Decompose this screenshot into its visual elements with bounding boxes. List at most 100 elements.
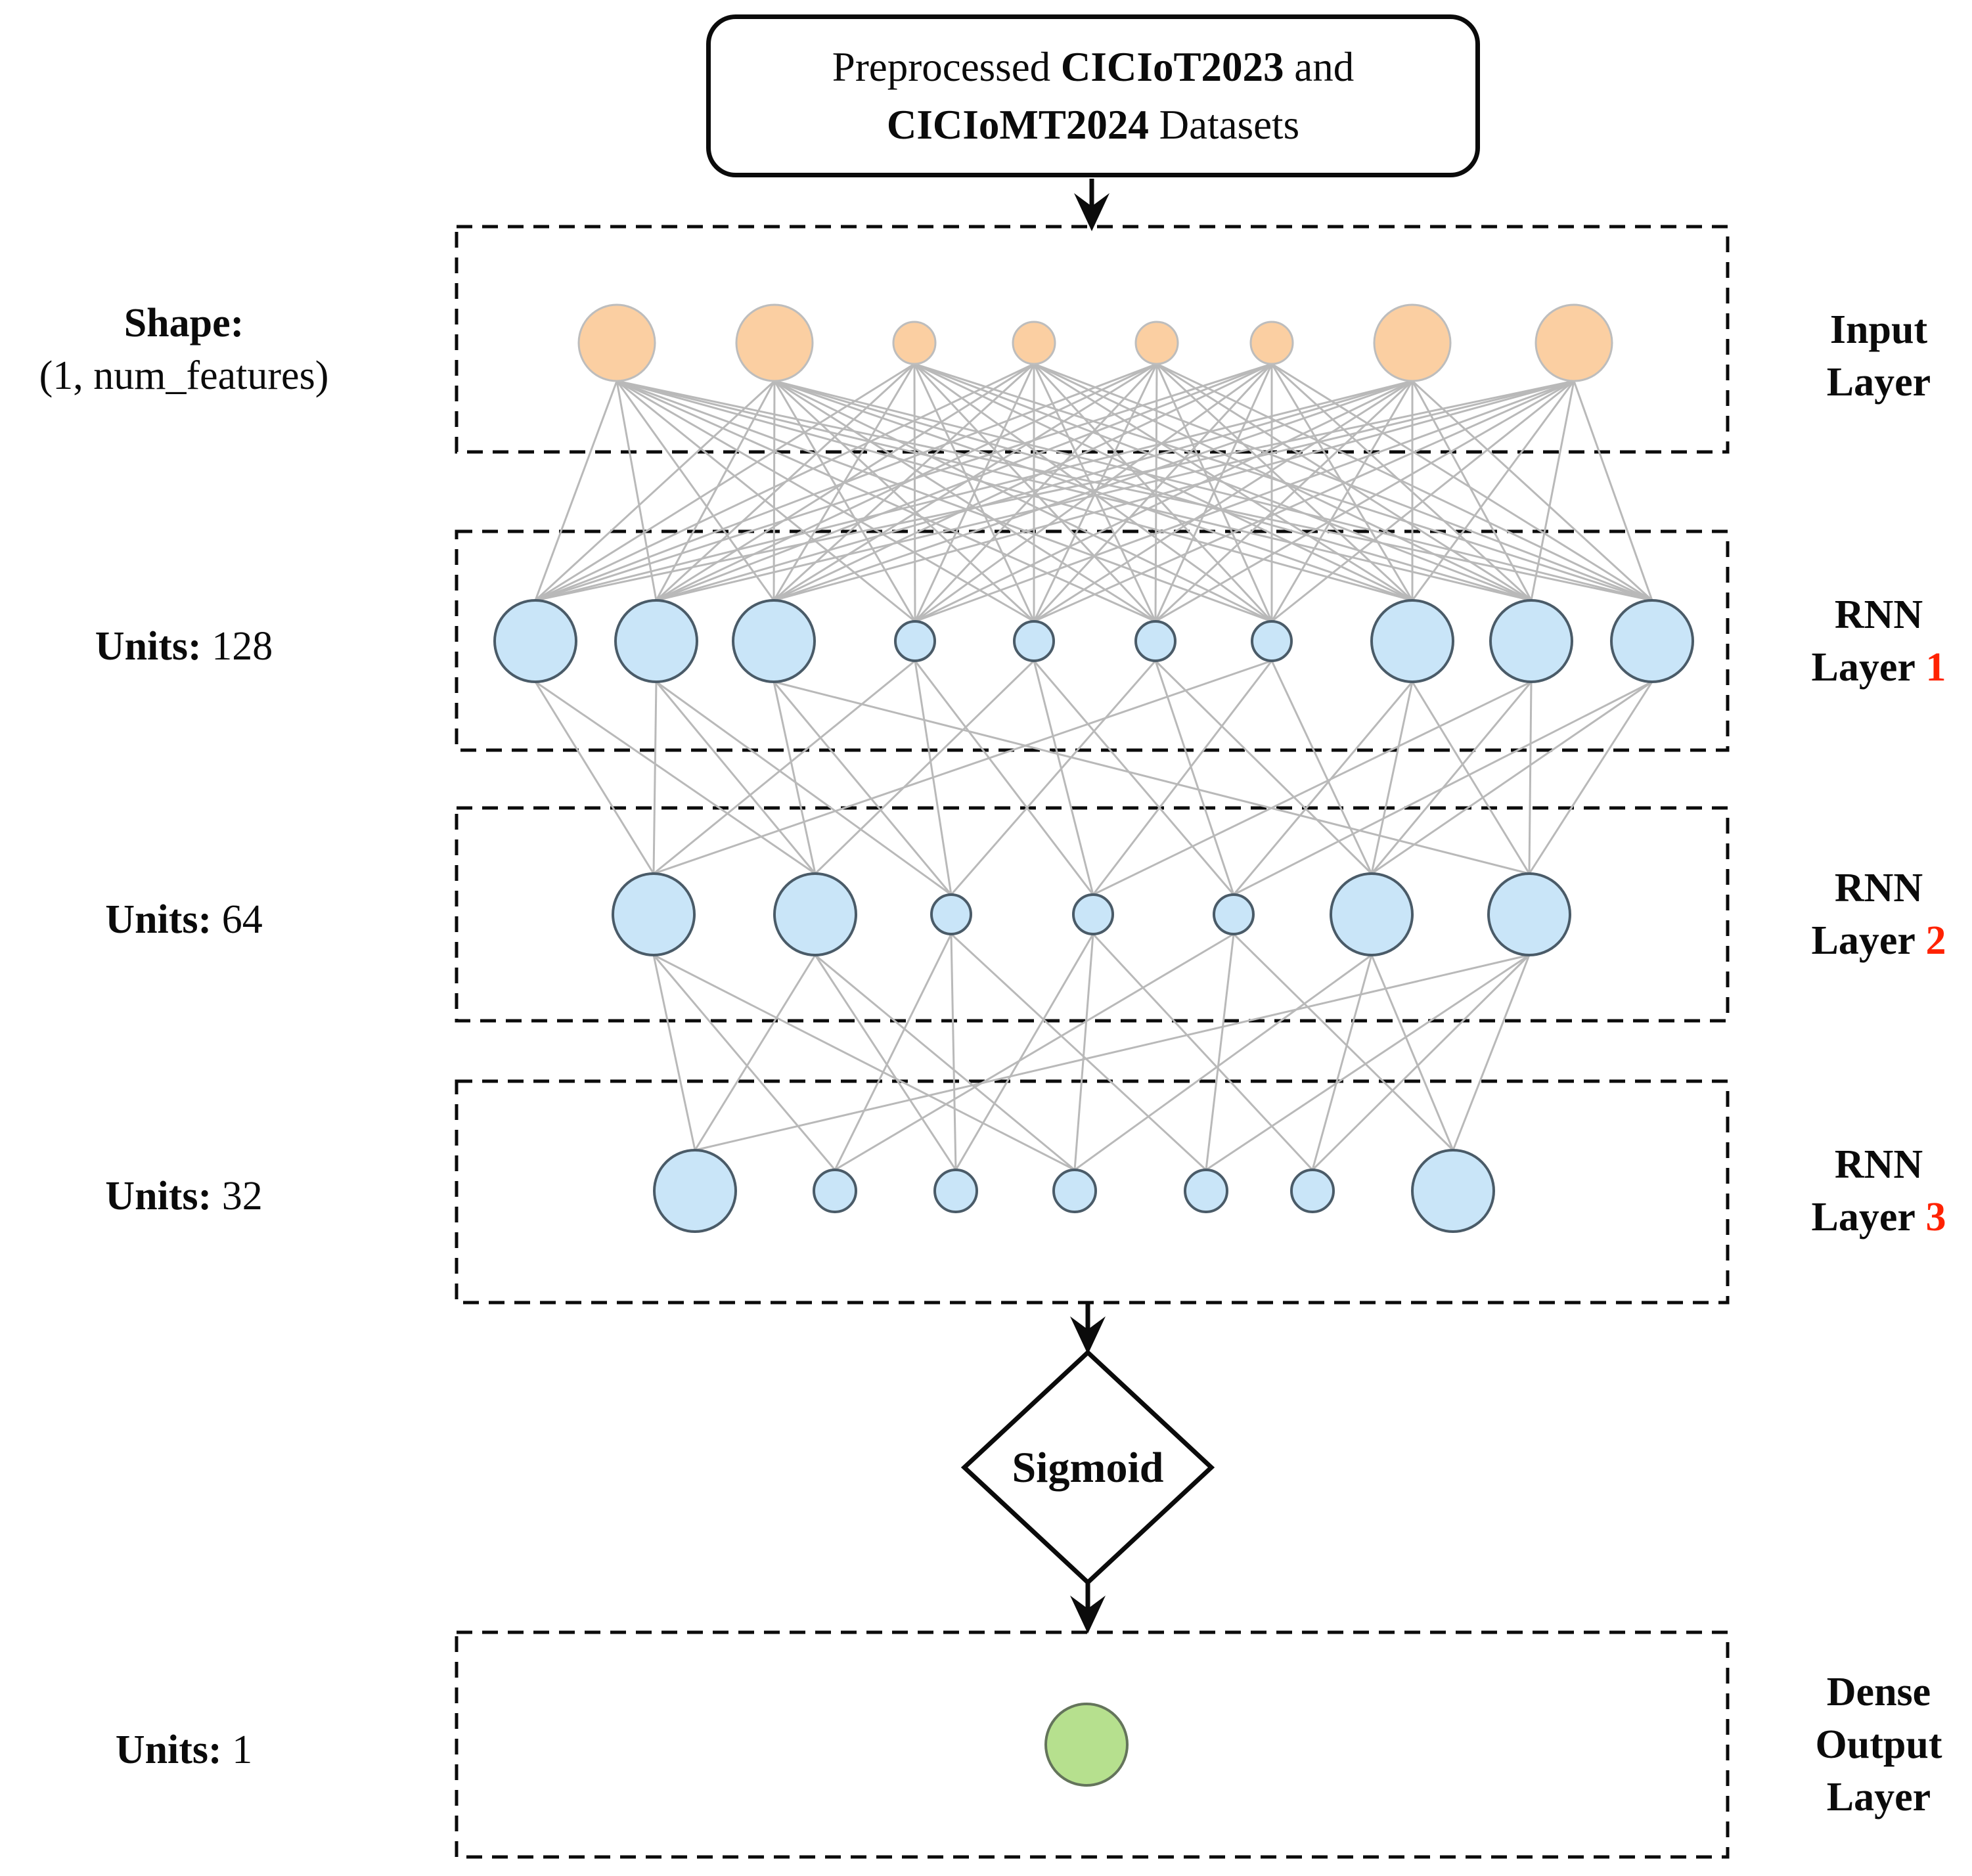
edge <box>1033 363 1273 623</box>
rnn-layer-2-node <box>773 872 857 956</box>
rnn-layer-2-node <box>612 872 696 956</box>
input-layer-node <box>1012 321 1056 365</box>
rnn1-label-line1: RNN <box>1834 592 1923 637</box>
edge <box>773 681 817 874</box>
edge <box>616 380 1156 623</box>
edge <box>950 660 1157 895</box>
rnn1-number: 1 <box>1925 645 1946 690</box>
edge <box>1232 681 1414 895</box>
input-layer-node <box>735 303 814 382</box>
edge <box>655 681 817 874</box>
edge <box>950 933 1207 1171</box>
edge <box>1411 380 1575 601</box>
edge <box>1073 933 1094 1171</box>
rnn-layer-1-node <box>493 599 577 683</box>
rnn-layer-3-node <box>1411 1149 1495 1233</box>
rnn-layer-2-node <box>1487 872 1571 956</box>
edge <box>616 380 1035 623</box>
arrow-rnn3-to-sigmoid-head <box>1070 1316 1106 1354</box>
edge <box>1155 363 1414 602</box>
title-line2-post: Datasets <box>1148 102 1300 148</box>
rnn-layer-3-node <box>1052 1169 1097 1213</box>
edge <box>1074 954 1372 1171</box>
edge <box>656 681 952 896</box>
edge <box>616 380 775 601</box>
edge <box>1205 933 1235 1171</box>
edge <box>656 380 1575 602</box>
edge <box>914 363 1272 623</box>
dense-label-line3: Layer <box>1826 1775 1931 1820</box>
edge <box>535 380 1575 602</box>
neuron-nodes <box>493 303 1694 1787</box>
rnn-layer-1-node <box>1134 620 1176 662</box>
edge <box>535 681 816 875</box>
rnn1-label-line2: Layer 1 <box>1811 645 1946 690</box>
edge <box>535 363 915 602</box>
edge <box>774 380 1532 602</box>
title-line1-pre: Preprocessed <box>832 44 1061 90</box>
rnn2-label-line2: Layer 2 <box>1811 918 1946 963</box>
input-layer-node <box>892 321 937 365</box>
edge <box>652 681 658 874</box>
rnn3-number: 3 <box>1925 1195 1946 1240</box>
edge <box>616 380 1532 602</box>
edge <box>1155 380 1575 623</box>
rnn-layer-1-nodes <box>493 599 1694 683</box>
input-layer-node <box>1249 321 1294 365</box>
edge <box>1270 660 1373 874</box>
rnn2-number: 2 <box>1925 918 1946 963</box>
edge <box>773 363 1272 602</box>
dataset-title-line2: CICIoMT2024 Datasets <box>887 96 1299 154</box>
flow-arrows-and-diamond <box>960 179 1215 1634</box>
edge <box>814 954 957 1171</box>
edge <box>1154 660 1235 895</box>
rnn3-label-line1: RNN <box>1834 1142 1923 1187</box>
edge <box>1411 380 1533 601</box>
edge <box>653 954 1075 1171</box>
edge <box>774 380 1156 623</box>
rnn-layer-1-node <box>1610 599 1694 683</box>
arrow-title-to-input-head <box>1074 193 1109 231</box>
edge <box>1205 954 1530 1171</box>
edge <box>1270 363 1533 602</box>
units-label-rnn2: Units: 64 <box>13 893 355 946</box>
edge <box>1092 660 1273 895</box>
units-word: Units: <box>105 1174 212 1218</box>
dense-label-line1: Dense <box>1826 1670 1931 1714</box>
dense-output-layer-node <box>1044 1703 1129 1787</box>
rnn-layer-1-node <box>1370 599 1454 683</box>
units-value-rnn1: 128 <box>212 624 273 669</box>
edge <box>914 363 1035 622</box>
edge <box>914 660 1094 895</box>
edge <box>1033 660 1235 895</box>
edge <box>1154 380 1414 623</box>
edge <box>1154 659 1373 875</box>
edge <box>1092 933 1314 1171</box>
edge <box>1311 954 1373 1171</box>
dashed-layer-boxes <box>455 225 1730 1859</box>
edge <box>1370 954 1454 1151</box>
arrow-sigmoid-to-output-head <box>1070 1596 1106 1634</box>
input-layer-nodes <box>577 303 1613 382</box>
edge <box>773 681 1530 875</box>
rnn-layer-2-label: RNN Layer 2 <box>1774 862 1972 967</box>
edge <box>950 933 957 1171</box>
edge <box>652 954 696 1151</box>
edge <box>1156 363 1653 602</box>
edge <box>815 954 1075 1171</box>
rnn-layer-1-node <box>1251 620 1293 662</box>
title-dataset-1: CICIoT2023 <box>1060 44 1284 90</box>
units-label-dense: Units: 1 <box>13 1724 355 1776</box>
edge <box>914 380 1413 623</box>
edge <box>834 933 952 1171</box>
units-value-dense: 1 <box>232 1728 253 1772</box>
rnn-layer-3-node <box>813 1169 857 1213</box>
edge <box>652 954 836 1171</box>
edge <box>534 380 776 602</box>
edge <box>1154 363 1273 622</box>
edge <box>535 363 1272 602</box>
edge <box>913 363 916 622</box>
dense-output-layer-label: Dense Output Layer <box>1774 1666 1972 1823</box>
dashed-box-input <box>455 225 1730 454</box>
rnn-layer-2-node <box>1072 893 1114 935</box>
